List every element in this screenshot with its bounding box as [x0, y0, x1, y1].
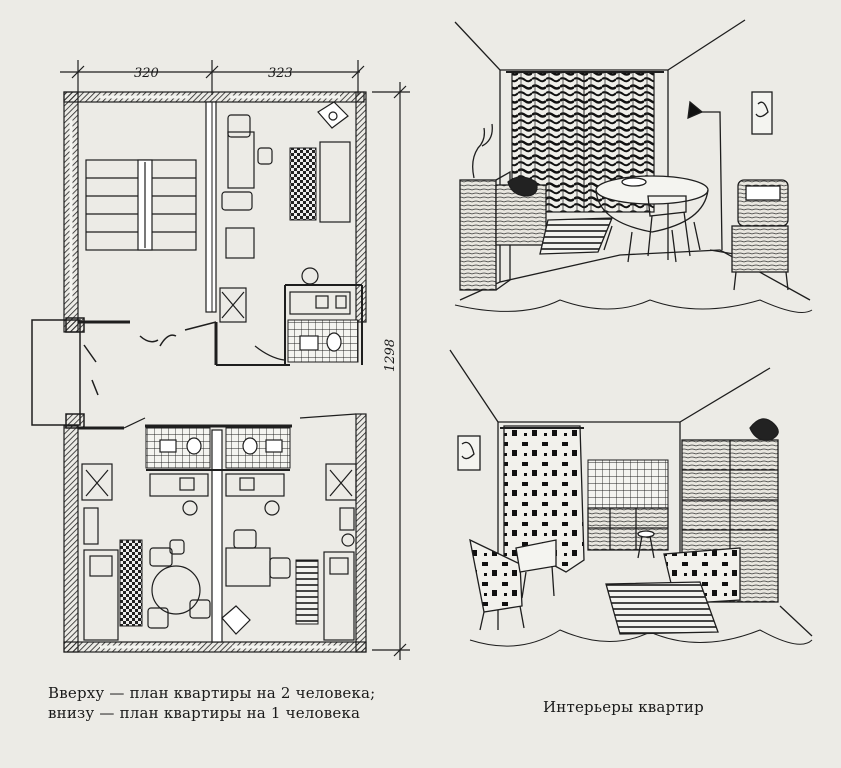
lower-left-furniture — [83, 507, 211, 641]
upper-wardrobe — [219, 287, 247, 323]
dimension-width-right: 323 — [268, 66, 293, 81]
lower-bathroom-fixtures — [146, 437, 290, 471]
upper-kitchenette — [289, 291, 351, 315]
entry-hall — [31, 317, 177, 429]
top-dimension-lines — [60, 60, 365, 95]
upper-stool — [301, 267, 319, 285]
interiors-caption: Интерьеры квартир — [543, 698, 704, 716]
lower-left-rug — [119, 539, 143, 627]
plan-caption-line-1: Вверху — план квартиры на 2 человека; — [48, 684, 376, 702]
upper-apartment-walls — [63, 91, 367, 366]
upper-door-swing — [254, 345, 285, 361]
plan-caption: Вверху — план квартиры на 2 человека; вн… — [48, 683, 408, 723]
interior-sketch-bottom — [449, 349, 813, 647]
upper-dining-set — [221, 101, 349, 259]
lower-right-rug — [295, 559, 319, 625]
lower-right-furniture — [221, 507, 355, 641]
height-dimension-line — [372, 82, 410, 660]
upper-bathroom-fixtures — [299, 332, 342, 352]
upper-sofa — [319, 141, 351, 223]
floor-plan — [31, 60, 410, 660]
lower-kitchenettes — [149, 473, 285, 516]
lower-wardrobes — [81, 463, 357, 501]
plan-caption-line-2: внизу — план квартиры на 1 человека — [48, 704, 361, 722]
upper-bed-shelf — [85, 159, 197, 251]
upper-rug — [289, 147, 317, 221]
dimension-width-left: 320 — [134, 66, 159, 81]
dimension-height: 1298 — [383, 339, 398, 372]
interior-sketch-top — [454, 19, 813, 313]
lower-apartment-walls — [63, 413, 367, 653]
upper-bathroom-tiles — [287, 319, 359, 363]
